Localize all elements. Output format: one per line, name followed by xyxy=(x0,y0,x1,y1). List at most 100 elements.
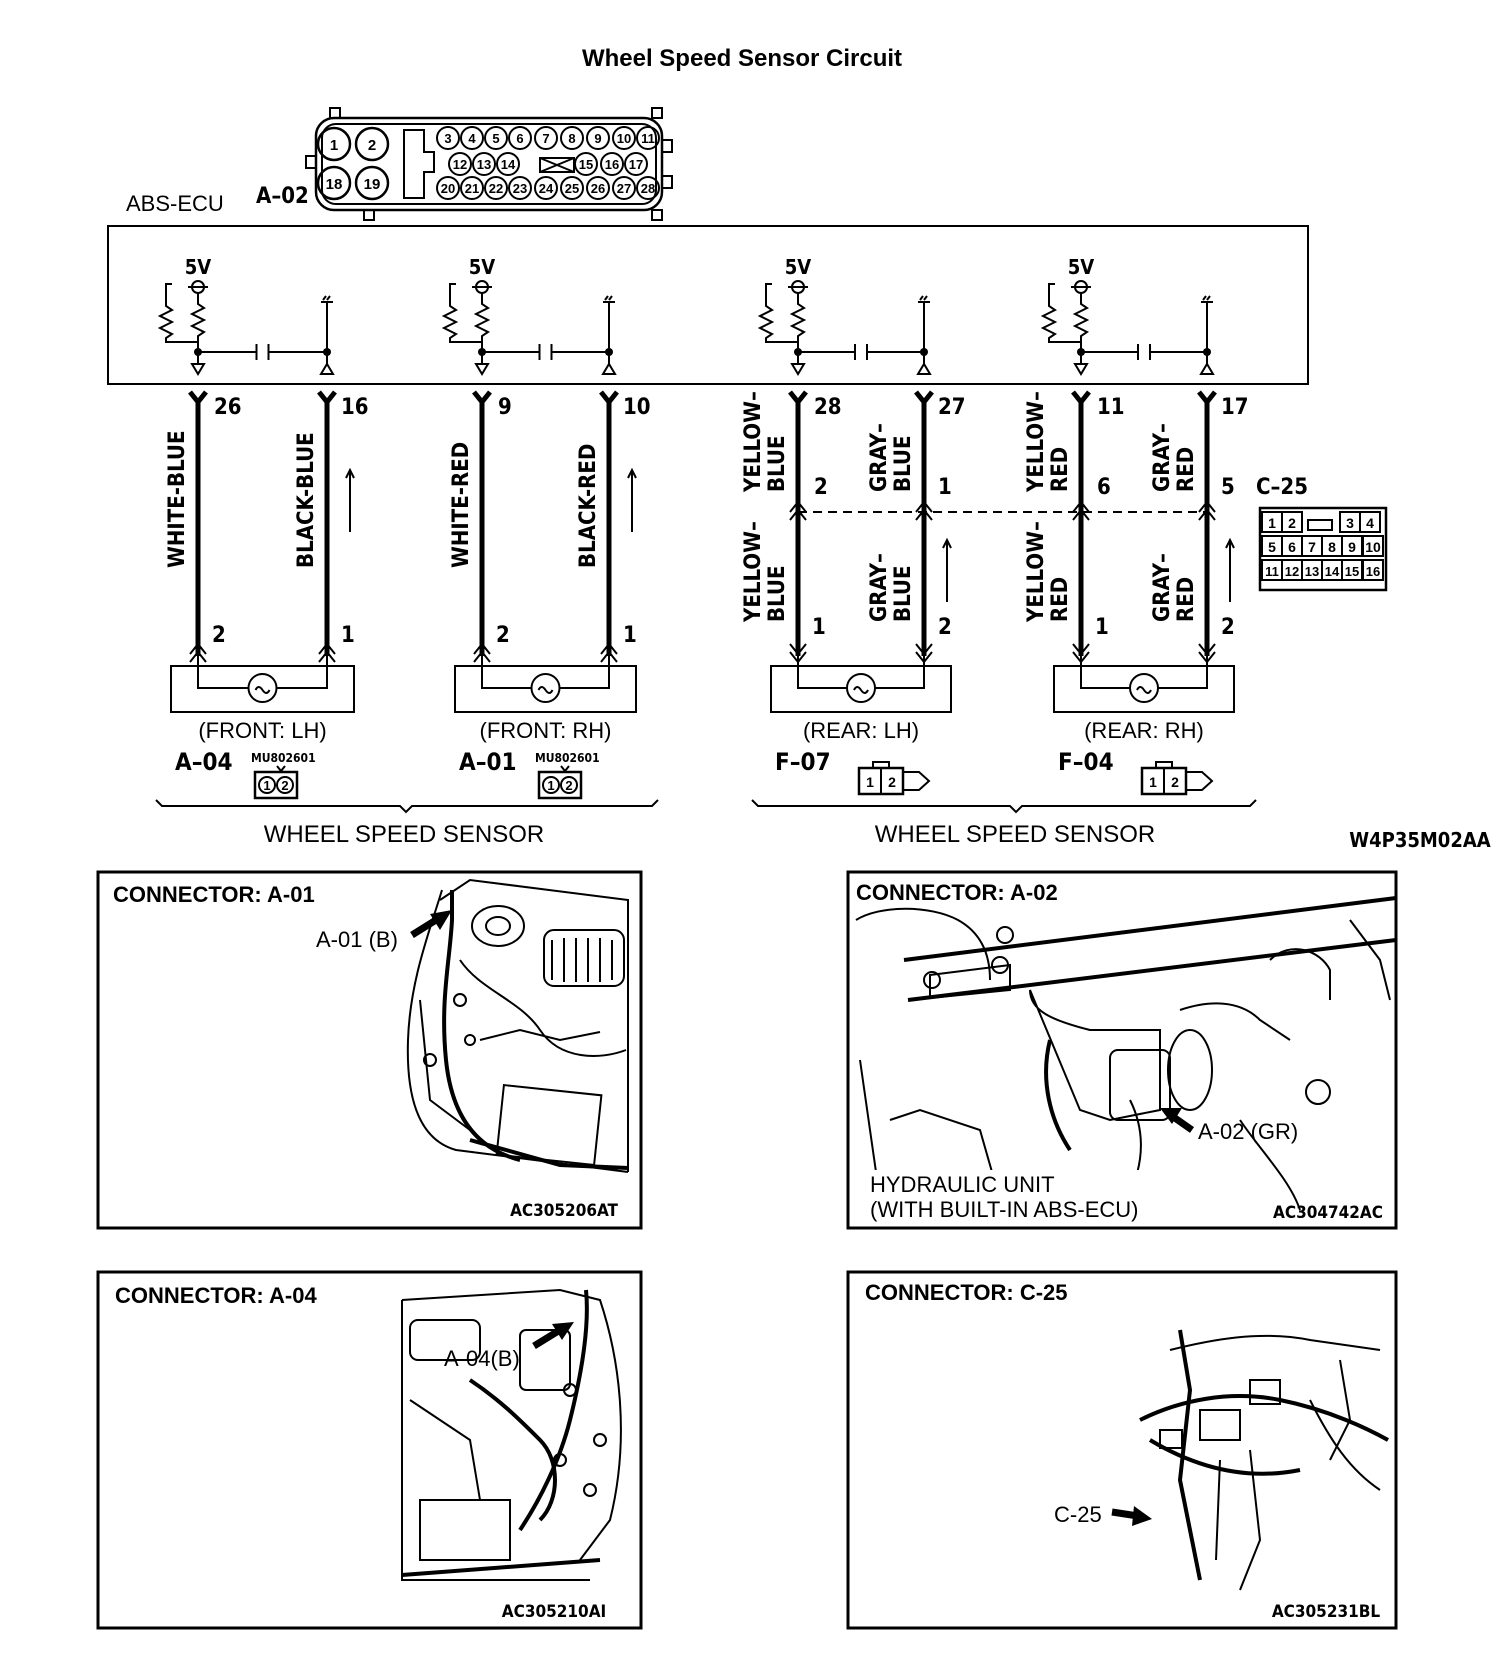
wire-color-label: BLACK-RED xyxy=(576,444,601,568)
ecu-pin xyxy=(508,126,532,150)
ecu-pin-number: 11 xyxy=(641,131,655,146)
sensor-pin-label: 1 xyxy=(341,623,355,648)
ecu-pin xyxy=(586,126,610,150)
current-flow-arrow xyxy=(345,467,355,532)
c25-cell xyxy=(1281,511,1303,533)
wire-color-label: RED xyxy=(1048,447,1073,492)
panel-a01: CONNECTOR: A-01 A-01 (B) AC305206AT xyxy=(96,870,643,1230)
ecu-pin-number: 23 xyxy=(513,181,527,196)
panel-a04-title: CONNECTOR: A-04 xyxy=(115,1283,317,1308)
ecu-pin-number: 9 xyxy=(594,131,601,146)
current-flow-arrow xyxy=(1225,537,1235,602)
sensor-body xyxy=(454,665,637,713)
c25-label: C–25 xyxy=(1256,475,1308,500)
ecu-pin-number: 6 xyxy=(516,131,523,146)
inline-pin-label: 6 xyxy=(1097,475,1111,500)
c25-pin: 10 xyxy=(1365,539,1381,555)
dashboard-harness-illustration xyxy=(1139,1329,1389,1591)
panel-a02: CONNECTOR: A-02 A-02 (GR) HYDRAULIC UNIT… xyxy=(846,870,1398,1230)
connector-pin: 1 xyxy=(547,778,554,793)
ecu-pin xyxy=(316,126,352,162)
ecu-pin-number: 17 xyxy=(629,157,643,172)
connector-pin: 1 xyxy=(866,774,874,790)
ecu-pin-label: 28 xyxy=(814,395,842,420)
ecu-connector-label: A–02 xyxy=(256,184,309,209)
panel-a04: CONNECTOR: A-04 A-04(B) AC305210AI xyxy=(96,1270,643,1630)
connector-pin: 2 xyxy=(888,774,896,790)
hydraulic-unit-illustration xyxy=(855,896,1397,1211)
supply-voltage-label: 5V xyxy=(185,255,212,279)
c25-pin: 12 xyxy=(1285,564,1299,579)
ecu-pin-number: 18 xyxy=(326,176,343,193)
panel-c25-code: AC305231BL xyxy=(1272,1602,1381,1622)
wire-color-label: RED xyxy=(1174,447,1199,492)
ecu-pin-label: 17 xyxy=(1221,395,1249,420)
panel-a02-label-line1: HYDRAULIC UNIT xyxy=(870,1172,1055,1197)
sensor-location-label: (REAR: RH) xyxy=(1084,718,1204,743)
sensor-location-label: (FRONT: RH) xyxy=(480,718,612,743)
wire-color-label: YELLOW– xyxy=(1024,521,1049,623)
supply-voltage-label: 5V xyxy=(785,255,812,279)
inline-pin-label: 2 xyxy=(814,475,828,500)
sensor-coil-icon xyxy=(247,673,278,703)
ecu-pin-number: 27 xyxy=(617,181,631,196)
ecu-pin-number: 3 xyxy=(444,131,451,146)
wire-color-label: BLUE xyxy=(765,565,790,622)
panel-c25-title: CONNECTOR: C-25 xyxy=(865,1280,1068,1305)
sensor-coil-icon xyxy=(846,673,876,703)
ecu-pin-label: 9 xyxy=(498,395,512,420)
wire-color-label: WHITE-RED xyxy=(449,442,474,568)
ecu-pin-number: 4 xyxy=(468,131,476,146)
wire-color-label: GRAY– xyxy=(1150,553,1175,622)
wire-color-label: RED xyxy=(1174,577,1199,622)
ecu-pin xyxy=(600,152,624,176)
panel-a02-title: CONNECTOR: A-02 xyxy=(856,880,1058,905)
ecu-pin xyxy=(484,176,508,200)
sensor-pin-label: 2 xyxy=(212,623,226,648)
ecu-pin xyxy=(472,152,496,176)
ecu-pin-number: 12 xyxy=(453,157,467,172)
ecu-pin-number: 28 xyxy=(641,181,655,196)
ecu-label: ABS-ECU xyxy=(126,191,224,216)
ecu-pin-number: 1 xyxy=(330,137,338,154)
current-flow-arrow xyxy=(942,537,952,602)
wire-color-label: BLACK-BLUE xyxy=(294,432,319,568)
ecu-pin xyxy=(574,152,598,176)
ecu-pin xyxy=(534,176,558,200)
ecu-pin-number: 24 xyxy=(539,181,554,196)
wire-color-label: BLUE xyxy=(891,565,916,622)
ecu-pin-number: 22 xyxy=(489,181,503,196)
sensor-pin-label: 2 xyxy=(496,623,510,648)
c25-pin: 8 xyxy=(1328,539,1336,555)
inline-pin-label: 5 xyxy=(1221,475,1235,500)
sensor-coil-icon xyxy=(1129,673,1159,703)
ecu-pin-label: 26 xyxy=(214,395,242,420)
sensor-location-label: (REAR: LH) xyxy=(803,718,919,743)
ecu-pin xyxy=(534,126,558,150)
ecu-pin xyxy=(316,165,352,201)
rear-group-label: WHEEL SPEED SENSOR xyxy=(875,821,1156,848)
wire-color-label: YELLOW– xyxy=(741,391,766,493)
panel-a01-callout: A-01 (B) xyxy=(316,927,398,952)
c25-cell xyxy=(1359,511,1381,533)
front-sensor-brace xyxy=(155,799,659,814)
inline-pin-label: 1 xyxy=(938,475,952,500)
panel-c25-callout: C-25 xyxy=(1054,1502,1102,1527)
sensor-pin-label: 1 xyxy=(623,623,637,648)
sensor-coil-icon xyxy=(530,673,561,703)
page-title: Wheel Speed Sensor Circuit xyxy=(582,45,902,72)
c25-pin: 13 xyxy=(1305,564,1319,579)
rear-sensor-brace xyxy=(751,799,1257,814)
connector-part-number: MU802601 xyxy=(251,751,316,765)
ecu-pin-number: 16 xyxy=(605,157,619,172)
wire-color-label: GRAY– xyxy=(867,423,892,492)
c25-cell xyxy=(1362,559,1384,581)
sensor-connector-label: F–07 xyxy=(775,748,831,776)
ecu-pin xyxy=(436,176,460,200)
callout-arrow-a01 xyxy=(410,917,438,938)
connector-pin: 2 xyxy=(565,778,572,793)
